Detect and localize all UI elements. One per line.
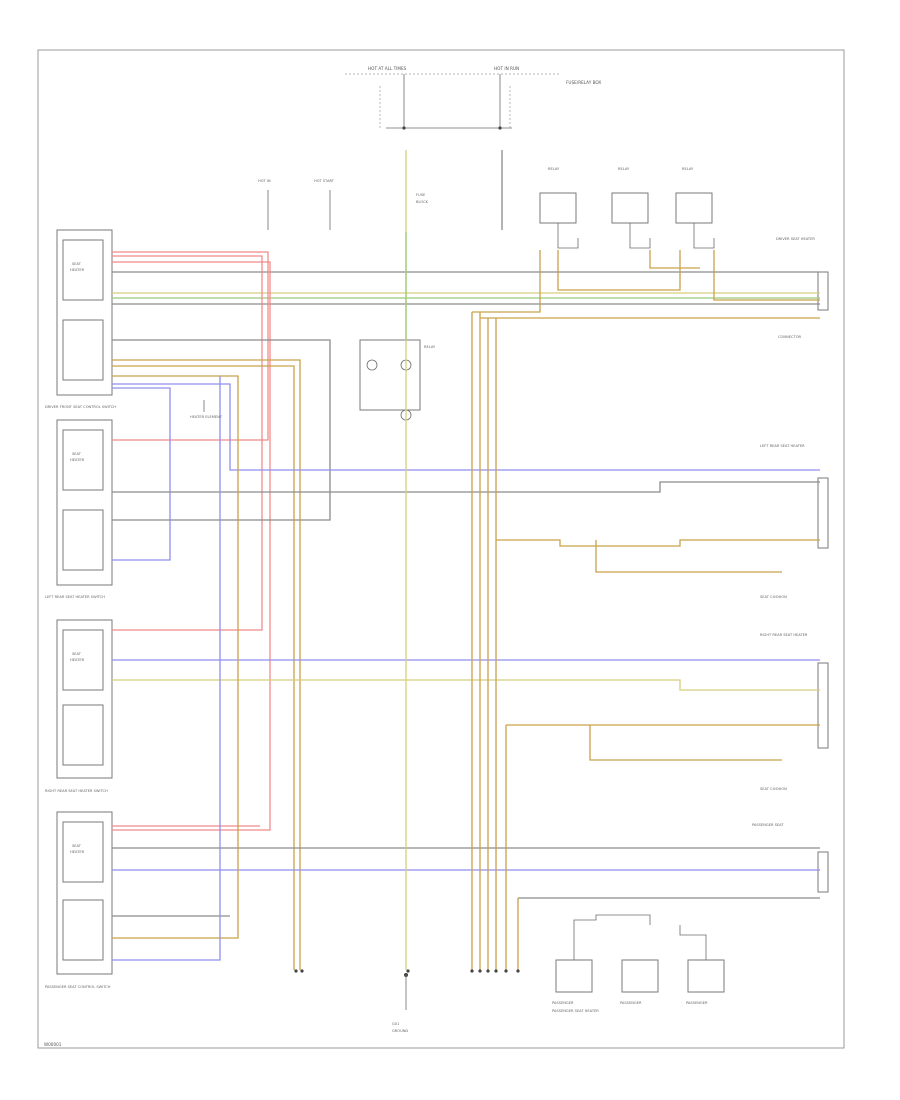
label-hot-in-run: HOT IN RUN — [494, 66, 519, 71]
terminal-dot-3 — [470, 969, 474, 973]
wire-gold-39 — [713, 250, 820, 301]
wire-gold-18 — [589, 725, 782, 761]
wires — [112, 150, 820, 973]
svg-text:HEATER: HEATER — [70, 658, 85, 662]
heater-relays: RELAY RELAY RELAY — [539, 167, 715, 249]
svg-text:RELAY: RELAY — [682, 167, 694, 171]
wire-yellow-16 — [112, 679, 820, 691]
wire-grey-7 — [112, 339, 331, 521]
terminal-dot-7 — [504, 969, 508, 973]
left-rear-switch: SEAT HEATER LEFT REAR SEAT HEATER SWITCH — [45, 419, 113, 599]
label-fuse-block: FUSE/RELAY BOX — [566, 80, 601, 85]
svg-text:SEAT CUSHION: SEAT CUSHION — [760, 595, 787, 599]
terminal-dot-8 — [516, 969, 520, 973]
svg-text:RELAY: RELAY — [548, 167, 560, 171]
wire-blue-11 — [112, 387, 171, 561]
fuse-relay-block: HOT AT ALL TIMES HOT IN RUN FUSE/RELAY B… — [345, 66, 601, 130]
wire-red-6 — [112, 261, 271, 831]
wire-gold-8 — [112, 359, 301, 970]
label-left-rear-switch: LEFT REAR SEAT HEATER SWITCH — [45, 595, 105, 599]
label-heater-element: HEATER ELEMENT — [190, 415, 223, 419]
label-hot-at-all-times: HOT AT ALL TIMES — [368, 66, 407, 71]
terminal-dot-5 — [486, 969, 490, 973]
terminal-dot-4 — [478, 969, 482, 973]
driver-seat-switch: SEAT HEATER DRIVER FRONT SEAT CONTROL SW… — [45, 229, 116, 409]
svg-text:SEAT: SEAT — [72, 652, 82, 656]
svg-text:HEATER: HEATER — [70, 458, 85, 462]
wire-gold-32 — [472, 250, 541, 313]
svg-text:PASSENGER SEAT: PASSENGER SEAT — [752, 823, 784, 827]
center-relay: RELAY — [359, 339, 436, 421]
terminal-dot-0 — [294, 969, 298, 973]
label-memory-relay: RELAY — [424, 345, 436, 349]
wire-red-4 — [112, 251, 269, 441]
top-connectors: HOT IN HOT START FUSE BLOCK — [258, 179, 429, 230]
wire-blue-24 — [112, 376, 221, 961]
label-passenger-seat-heater: PASSENGER SEAT HEATER — [552, 1009, 599, 1013]
footer-code: W00001 — [44, 1042, 62, 1047]
terminal-dot-2 — [406, 969, 410, 973]
right-connectors: DRIVER SEAT HEATER LEFT REAR SEAT HEATER… — [752, 237, 829, 893]
wire-gold-38 — [649, 250, 700, 269]
label-right-rear-heater: RIGHT REAR SEAT HEATER — [760, 633, 808, 637]
label-driver-seat-switch: DRIVER FRONT SEAT CONTROL SWITCH — [45, 405, 116, 409]
svg-text:SEAT: SEAT — [72, 844, 82, 848]
svg-text:SEAT: SEAT — [72, 452, 82, 456]
wire-gold-23 — [112, 375, 239, 939]
wire-gold-13 — [496, 539, 820, 547]
svg-text:HOT IN: HOT IN — [258, 179, 271, 183]
label-passenger-seat-switch: PASSENGER SEAT CONTROL SWITCH — [45, 985, 111, 989]
wire-blue-10 — [112, 383, 820, 471]
wire-red-5 — [112, 255, 263, 631]
wire-gold-37 — [557, 250, 681, 291]
svg-text:BLOCK: BLOCK — [416, 200, 429, 204]
svg-text:PASSENGER: PASSENGER — [620, 1001, 642, 1005]
terminal-dot-1 — [300, 969, 304, 973]
label-driver-seat-heater: DRIVER SEAT HEATER — [776, 237, 815, 241]
wire-gold-9 — [112, 365, 295, 970]
svg-text:HEATER: HEATER — [70, 268, 85, 272]
label-right-rear-switch: RIGHT REAR SEAT HEATER SWITCH — [45, 789, 108, 793]
wire-grey-12 — [112, 481, 820, 493]
svg-text:RELAY: RELAY — [618, 167, 630, 171]
label-ground-point: GROUND — [392, 1029, 408, 1033]
heater-element: HEATER ELEMENT — [190, 400, 223, 419]
terminal-dot-6 — [494, 969, 498, 973]
wire-gold-14 — [595, 540, 782, 573]
label-ground: G01 — [392, 1022, 399, 1026]
ground-point: G01 GROUND — [392, 973, 408, 1033]
svg-text:PASSENGER: PASSENGER — [552, 1001, 574, 1005]
label-left-rear-heater: LEFT REAR SEAT HEATER — [760, 444, 805, 448]
svg-text:HEATER: HEATER — [70, 850, 85, 854]
svg-text:PASSENGER: PASSENGER — [686, 1001, 708, 1005]
svg-text:SEAT CUSHION: SEAT CUSHION — [760, 787, 787, 791]
svg-text:SEAT: SEAT — [72, 262, 82, 266]
svg-text:FUSE: FUSE — [416, 193, 426, 197]
svg-text:CONNECTOR: CONNECTOR — [778, 335, 802, 339]
svg-text:HOT START: HOT START — [314, 179, 335, 183]
passenger-seat-switch: SEAT HEATER PASSENGER SEAT CONTROL SWITC… — [45, 811, 113, 989]
passenger-heater-components: PASSENGER PASSENGER PASSENGER PASSENGER … — [552, 914, 725, 1013]
right-rear-switch: SEAT HEATER RIGHT REAR SEAT HEATER SWITC… — [45, 619, 113, 793]
diagram-frame — [37, 49, 845, 1049]
